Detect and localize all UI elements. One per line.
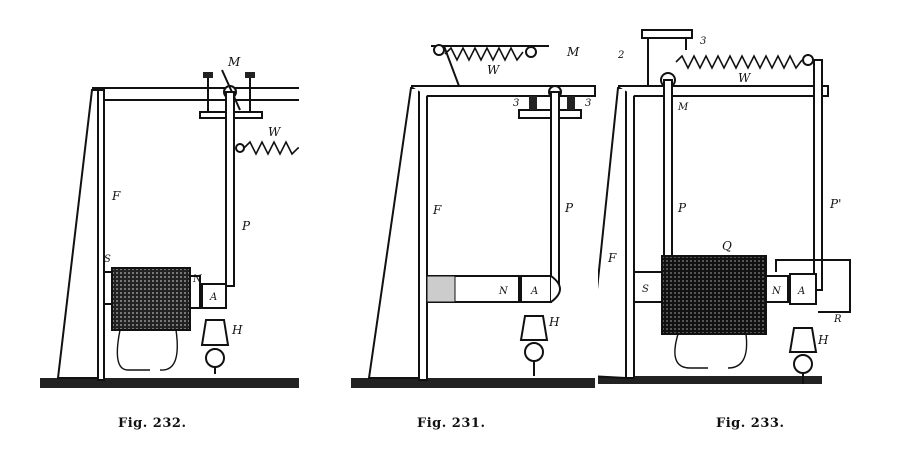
pendulum-rod [225,91,235,287]
label-f: F [432,203,442,217]
lamp-valve [205,348,225,368]
label-f: F [111,189,121,203]
armature [789,273,817,305]
armature [201,283,227,309]
lamp-valve [524,342,544,362]
label-a: A [797,286,805,297]
label-h: H [548,315,560,329]
top-arm [92,87,299,101]
label-p: P [241,219,251,233]
pole-piece [765,275,789,303]
label-w: W [487,63,501,77]
figure-231-drawing: M W 3 3 F P N A H [351,44,596,388]
lamp-shade [788,327,818,353]
label-r: R [833,314,842,325]
label-3-left: 3 [513,98,519,109]
coil [111,267,191,331]
adjusting-screw [245,72,255,78]
label-s: S [104,254,111,265]
label-m: M [566,45,580,59]
top-arm [411,85,596,97]
frame-upright [367,87,420,379]
pendulum-rod-2 [813,59,823,291]
frame-upright [598,87,627,380]
label-n: N [192,274,203,285]
frame-upright [56,89,99,379]
base-plate [351,378,595,388]
figure-233: 2 3 W M P P' F Q S N A R H Fig. 233. [598,0,897,450]
armature [520,275,552,303]
spring [243,140,299,156]
label-w: W [268,125,282,139]
label-p: P [564,201,574,215]
spring [444,46,524,62]
base-plate [40,378,299,388]
figure-231: M W 3 3 F P N A H Fig. 231. [299,0,598,450]
label-h: H [231,323,243,337]
figure-caption: Fig. 231. [417,416,486,431]
label-q: Q [722,239,732,253]
top-arm [618,85,829,97]
label-h: H [817,333,829,347]
relay-wire [775,259,851,313]
label-n: N [498,286,509,297]
label-s: S [642,284,649,295]
label-a: A [530,286,538,297]
label-n: N [771,286,782,297]
figure-232: M W F P S N A H Fig. 232. [0,0,299,450]
label-3-right: 3 [585,98,591,109]
label-f: F [607,251,617,265]
lamp-shade [200,319,230,346]
label-p: P [677,201,687,215]
figure-233-drawing: 2 3 W M P P' F Q S N A R H [598,29,851,384]
label-m: M [227,55,241,69]
label-p-prime: P' [829,197,841,211]
label-m: M [677,102,689,113]
label-3: 3 [700,36,706,47]
adjusting-screw [203,72,213,78]
pole-piece [189,275,201,309]
pendulum-rod [550,91,560,287]
base-plate [598,376,822,384]
figure-232-drawing: M W F P S N A H [40,55,299,388]
label-2: 2 [617,50,624,61]
figure-caption: Fig. 232. [118,416,187,431]
lamp-shade [519,315,549,341]
spring [675,54,803,70]
label-w: W [738,71,752,85]
label-a: A [209,292,217,303]
coil [661,255,767,335]
lamp-valve [793,354,813,374]
figure-caption: Fig. 233. [716,416,785,431]
